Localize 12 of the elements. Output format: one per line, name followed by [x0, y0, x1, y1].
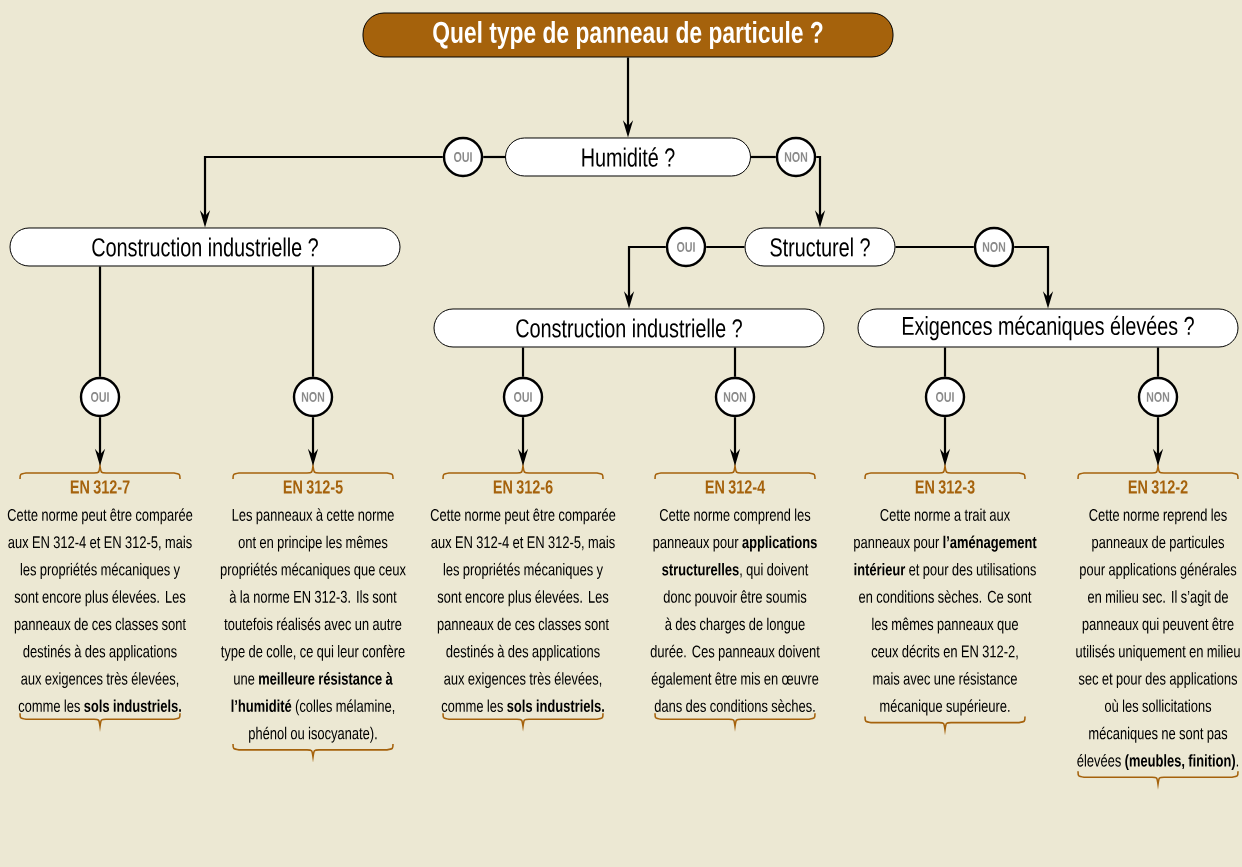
standard-description: EN 312-6 Cette norme peut être comparée aux EN 312-4 et EN 312-5, mais les propriétés mécaniques y sont encore plus élevées. Les panneaux de ces classes sont destinés à des applications aux exigences très élevées, comme les sols industriels.	[430, 480, 616, 713]
question-pill: Exigences mécaniques élevées ?	[857, 308, 1239, 348]
question-pill: Construction industrielle ?	[433, 308, 825, 348]
question-pill: Structurel ?	[744, 227, 896, 267]
standard-description: EN 312-2 Cette norme reprend les panneaux de particules pour applications générales en milieu sec. Il s’agit de panneaux qui peuvent être utilisés uniquement en milieu sec et pour des applications où les sollicitations mécaniques ne sont pas élevées (meubles, finition).	[1076, 480, 1240, 770]
standard-description: EN 312-5 Les panneaux à cette norme ont en principe les mêmes propriétés mécaniques que ceux à la norme EN 312-3. Ils sont toutefois réalisés avec un autre type de colle, ce qui leur confère une meilleure résistance à l’humidité (colles mélamine, phénol ou isocyanate).	[220, 480, 406, 743]
title-banner: Quel type de panneau de particule ?	[362, 12, 894, 58]
question-pill: Construction industrielle ?	[9, 227, 401, 267]
question-pill: Humidité ?	[505, 137, 751, 177]
standard-description: EN 312-7 Cette norme peut être comparée aux EN 312-4 et EN 312-5, mais les propriétés mécaniques y sont encore plus élevées. Les panneaux de ces classes sont destinés à des applications aux exigences très élevées, comme les sols industriels.	[7, 480, 193, 713]
standard-description: EN 312-4 Cette norme comprend les panneaux pour applications structurelles, qui doivent donc pouvoir être soumis à des charges de longue durée. Ces panneaux doivent également être mis en œuvre dans des conditions sèches.	[650, 480, 820, 713]
standard-description: EN 312-3 Cette norme a trait aux panneaux pour l’aménagement intérieur et pour des utilisations en conditions sèches. Ce sont les mêmes panneaux que ceux décrits en EN 312-2, mais avec une résistance mécanique supérieure.	[854, 480, 1037, 716]
